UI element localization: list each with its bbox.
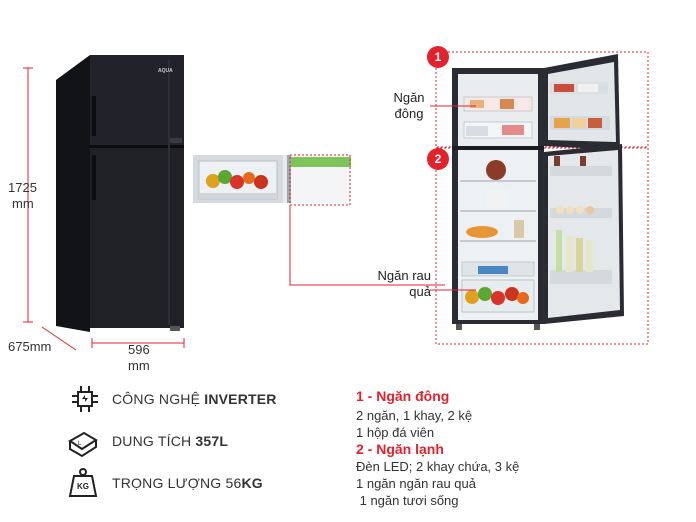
fridge-detail-3: 1 ngăn tươi sống	[356, 493, 459, 508]
weight-kg-icon	[68, 468, 98, 497]
crisper-drawer-closeup	[193, 155, 351, 203]
fridge-closed-illustration	[23, 55, 185, 351]
brand-logo: AQUA	[158, 68, 173, 74]
freezer-callout-line2: đông	[394, 106, 424, 121]
height-dimension: 1725 mm	[8, 180, 37, 212]
fridge-detail-1: Đèn LED; 2 khay chứa, 3 kệ	[356, 459, 520, 474]
spec-weight: TRỌNG LƯỢNG 56KG	[112, 475, 263, 491]
width-value: 596	[128, 342, 150, 357]
width-unit: mm	[128, 358, 150, 373]
crisper-callout-label: Ngăn rau quả	[355, 268, 431, 300]
height-value: 1725	[8, 180, 37, 195]
spec-inverter-value: INVERTER	[204, 391, 277, 407]
spec-inverter-label: CÔNG NGHỆ	[112, 391, 205, 407]
freezer-detail-1: 2 ngăn, 1 khay, 2 kệ	[356, 408, 473, 423]
fridge-title: 2 - Ngăn lạnh	[356, 441, 444, 457]
callout-connector-crisper	[289, 154, 445, 286]
badge-fridge: 2	[427, 148, 449, 170]
depth-dimension: 675mm	[8, 339, 52, 354]
height-unit: mm	[12, 196, 34, 211]
crisper-callout-line2: quả	[409, 284, 431, 299]
capacity-box-icon: L	[68, 431, 98, 458]
spec-weight-label: TRỌNG LƯỢNG 56	[112, 475, 242, 491]
svg-text:L: L	[78, 441, 82, 447]
spec-inverter: CÔNG NGHỆ INVERTER	[112, 391, 277, 407]
spec-capacity-value: 357L	[195, 433, 229, 449]
spec-weight-unit: KG	[241, 475, 263, 491]
crisper-callout-line1: Ngăn rau	[377, 268, 431, 283]
spec-capacity-label: DUNG TÍCH	[112, 433, 196, 449]
weight-icon-label: KG	[77, 482, 89, 491]
spec-capacity: DUNG TÍCH 357L	[112, 433, 228, 449]
fridge-detail-2: 1 ngăn ngăn rau quả	[356, 476, 476, 491]
freezer-callout-line1: Ngăn	[393, 90, 425, 105]
freezer-detail-2: 1 hộp đá viên	[356, 425, 435, 440]
fridge-open-illustration	[430, 51, 649, 345]
freezer-title: 1 - Ngăn đông	[356, 388, 450, 404]
width-dimension: 596 mm	[128, 342, 150, 374]
freezer-callout-label: Ngăn đông	[386, 90, 432, 122]
inverter-chip-icon	[72, 386, 98, 412]
badge-freezer: 1	[427, 46, 449, 68]
compartment-details: 1 - Ngăn đông 2 ngăn, 1 khay, 2 kệ 1 hộp…	[356, 388, 519, 509]
